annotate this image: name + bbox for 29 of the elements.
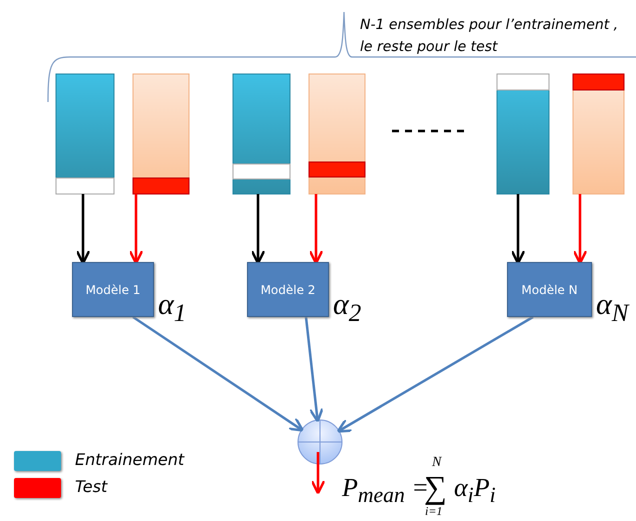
arrow	[132, 316, 304, 432]
arrow	[308, 194, 324, 264]
legend-text: Entrainement	[75, 450, 184, 469]
arrow	[128, 194, 144, 264]
arrow	[510, 194, 526, 264]
sum-circle	[298, 420, 342, 464]
model-box: Modèle N	[507, 262, 592, 317]
model-box: Modèle 1	[72, 262, 154, 317]
bar-test-set	[572, 74, 624, 194]
formula-text: N	[432, 455, 442, 471]
bar-test-set	[308, 74, 366, 194]
weight-symbol: α$_{N}$	[596, 288, 628, 329]
bar-training-set	[232, 74, 290, 194]
arrow	[304, 316, 324, 423]
legend-text: Test	[75, 477, 108, 496]
arrow	[572, 194, 588, 264]
weight-symbol: α$_{1}$	[158, 288, 186, 329]
note-text: N-1 ensembles pour l’entrainement , le reste pour le test	[360, 16, 620, 57]
formula-text: i=1	[425, 504, 442, 518]
weight-symbol: α$_{2}$	[333, 288, 362, 329]
bar-training-set	[496, 74, 550, 194]
formula-text: α$_{i}$P$_{i}$	[454, 474, 496, 510]
bar-test-set	[132, 74, 190, 194]
arrow	[76, 194, 90, 264]
model-box: Modèle 2	[247, 262, 329, 317]
arrow	[250, 194, 266, 264]
arrow	[336, 316, 534, 433]
bar-training-set	[56, 74, 114, 194]
arrow	[310, 452, 326, 494]
